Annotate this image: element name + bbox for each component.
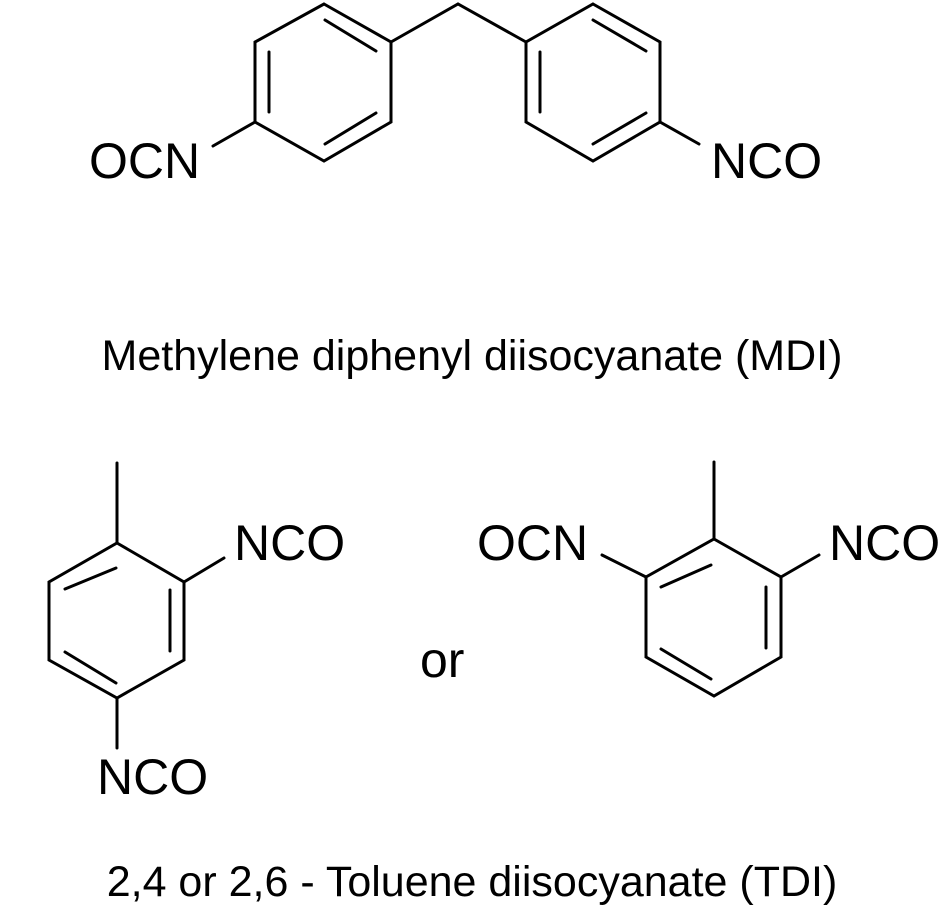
tdi-26-ocn-label: OCN bbox=[477, 515, 588, 571]
mdi-left-ring bbox=[253, 2, 393, 163]
or-separator: or bbox=[420, 632, 464, 688]
methylene-bridge bbox=[389, 2, 528, 44]
mdi-nco-label: NCO bbox=[711, 133, 822, 189]
mdi-structure: OCN NCO bbox=[89, 2, 822, 189]
tdi-26-structure: OCN NCO bbox=[477, 460, 940, 698]
mdi-caption: Methylene diphenyl diisocyanate (MDI) bbox=[102, 332, 843, 380]
tdi-24-structure: NCO NCO bbox=[47, 461, 345, 805]
tdi-24-nco-top-label: NCO bbox=[234, 515, 345, 571]
mdi-right-ring bbox=[524, 2, 662, 163]
tdi-24-nco-bottom-label: NCO bbox=[97, 749, 208, 805]
mdi-ocn-label: OCN bbox=[89, 133, 200, 189]
tdi-26-nco-label: NCO bbox=[829, 515, 940, 571]
tdi-caption: 2,4 or 2,6 - Toluene diisocyanate (TDI) bbox=[107, 858, 838, 906]
